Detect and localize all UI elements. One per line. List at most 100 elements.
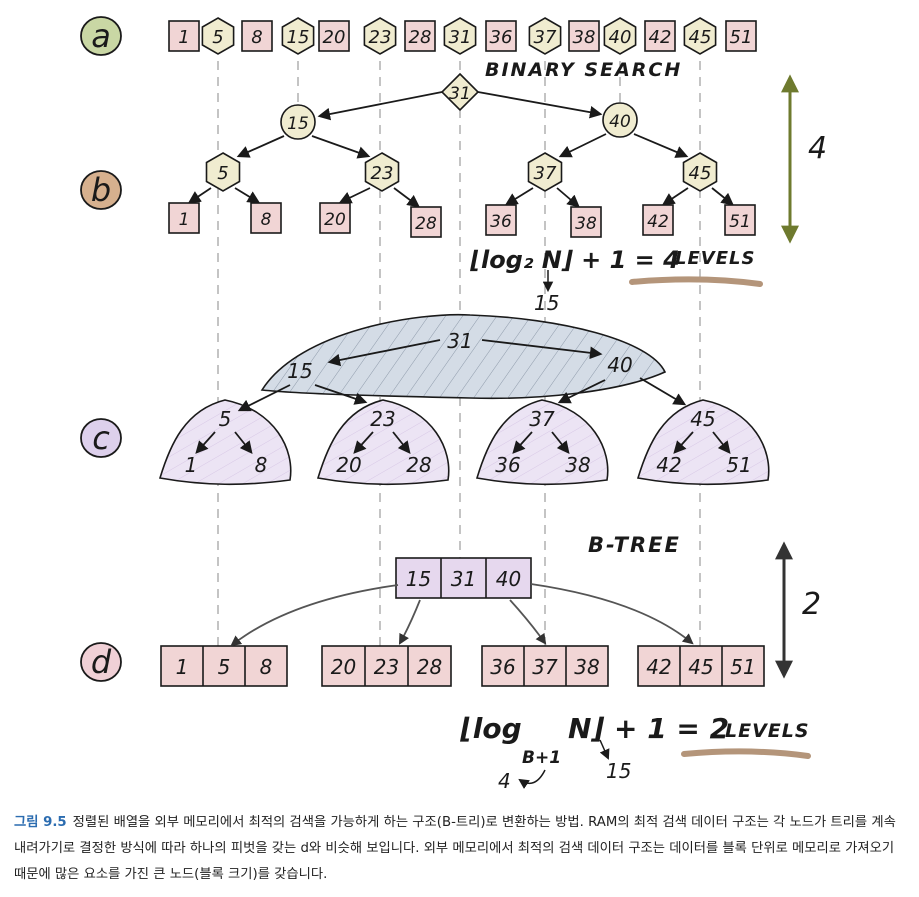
array-a-box-0 xyxy=(168,20,200,52)
bst-leaf-key: 8 xyxy=(261,210,272,230)
btree-leaf-key: 5 xyxy=(218,655,231,679)
bst-leaf-key: 51 xyxy=(729,212,751,232)
hybrid-subtree-right: 8 xyxy=(255,453,268,477)
bst-level2-key: 45 xyxy=(689,163,712,184)
array-a-hex-11 xyxy=(603,17,637,55)
hybrid-subtree-left: 20 xyxy=(336,453,361,477)
bst-root-key: 31 xyxy=(449,84,471,104)
formula-btree-base-value: 4 xyxy=(498,769,511,793)
btree-leaf-key: 51 xyxy=(730,655,755,679)
bst-level1-key: 40 xyxy=(609,112,631,132)
array-a-cell-9: 37 xyxy=(534,27,557,48)
array-a-cell-10: 38 xyxy=(573,27,596,48)
btree-leaf-node xyxy=(637,645,765,687)
hybrid-inner-edge xyxy=(512,431,533,454)
btree-leaf-node xyxy=(481,645,609,687)
btree-leaf-key: 36 xyxy=(490,655,515,679)
array-a-cell-1: 5 xyxy=(212,27,223,48)
hybrid-inner-edge xyxy=(673,431,694,454)
hybrid-edge xyxy=(557,379,606,404)
array-a-box-6 xyxy=(404,20,436,52)
bst-leaf-key: 28 xyxy=(415,214,437,234)
hybrid-subtree-block xyxy=(158,399,292,486)
array-a-box-4 xyxy=(318,20,350,52)
hybrid-inner-edge xyxy=(551,431,570,454)
row-label-c: c xyxy=(92,419,110,457)
btree-edge xyxy=(230,584,399,647)
formula-btree-result: 2 xyxy=(710,712,729,745)
btree-leaf-node xyxy=(160,645,288,687)
bst-level2-key: 5 xyxy=(217,163,228,184)
array-a-box-10 xyxy=(568,20,600,52)
array-a-box-2 xyxy=(241,20,273,52)
array-a-cell-12: 42 xyxy=(649,27,672,48)
array-a-cell-0: 1 xyxy=(178,27,189,48)
hybrid-inner-edge xyxy=(712,431,731,454)
hybrid-root-key: 15 xyxy=(287,359,312,383)
array-a-box-8 xyxy=(485,20,517,52)
array-a-cell-11: 40 xyxy=(609,27,632,48)
bst-level1-node xyxy=(602,102,638,138)
svg-text:N⌋ + 1 = 2: N⌋ + 1 = 2 xyxy=(568,712,729,745)
btree-title: B-TREE xyxy=(588,533,681,557)
btree-root-key: 31 xyxy=(451,567,476,591)
hybrid-subtree-right: 51 xyxy=(726,453,751,477)
bst-level2-node xyxy=(527,152,563,192)
hybrid-root-key: 40 xyxy=(607,353,632,377)
hybrid-subtree-block xyxy=(316,399,450,486)
btree-leaf-key: 8 xyxy=(260,655,273,679)
hybrid-subtree-right: 38 xyxy=(565,453,590,477)
bst-leaf-node xyxy=(570,206,602,238)
bst-level2-key: 23 xyxy=(371,163,394,184)
formula-btree: ⌊log B+1 N⌋ + 1 = 2 LEVELS 4 15 xyxy=(460,712,811,793)
btree-edge xyxy=(398,599,421,645)
array-a-box-14 xyxy=(725,20,757,52)
levels-arrow-4: 4 xyxy=(781,74,827,244)
hybrid-subtree-top: 37 xyxy=(529,407,555,431)
hybrid-inner-edge xyxy=(353,431,374,454)
edge-31-40 xyxy=(477,91,603,119)
btree-leaf-key: 1 xyxy=(176,655,189,679)
hybrid-subtree-left: 1 xyxy=(185,453,198,477)
formula-binary-n-value: 15 xyxy=(534,291,559,315)
bst-leaf-node xyxy=(724,204,756,236)
root-block xyxy=(260,313,667,400)
row-label-b: b xyxy=(91,171,111,209)
edge-l2-leaf xyxy=(504,187,534,206)
edge-l1-l2 xyxy=(236,135,285,158)
bst-leaf-key: 20 xyxy=(324,210,346,230)
edge-l2-leaf xyxy=(338,187,371,204)
array-a-cell-7: 31 xyxy=(449,27,472,48)
hybrid-subtree-block xyxy=(475,399,609,486)
row-label-c-circle xyxy=(80,418,122,458)
hybrid-subtree-top: 5 xyxy=(219,407,232,431)
btree-leaf-key: 42 xyxy=(646,655,671,679)
array-a-hex-7 xyxy=(443,17,477,55)
array-a-cell-3: 15 xyxy=(287,27,310,48)
edge-l2-leaf xyxy=(711,187,734,206)
btree-leaf-key: 28 xyxy=(417,655,442,679)
row-label-d-circle xyxy=(80,642,122,682)
hybrid-edge xyxy=(314,384,368,405)
btree-root-key: 40 xyxy=(496,567,521,591)
btree-leaf-key: 38 xyxy=(574,655,599,679)
levels-arrow-2: 2 xyxy=(775,541,821,679)
edge-l2-leaf xyxy=(393,187,421,208)
formula-btree-levels-word: LEVELS xyxy=(725,720,810,742)
formula-btree-n-value: 15 xyxy=(606,759,631,783)
edge-l1-l2 xyxy=(633,133,689,158)
array-a-cell-2: 8 xyxy=(251,27,262,48)
array-a-hex-5 xyxy=(363,17,397,55)
btree-leaf-key: 45 xyxy=(688,655,713,679)
edge-31-15 xyxy=(317,91,443,121)
bst-leaf-key: 42 xyxy=(647,212,669,232)
hybrid-subtree-left: 42 xyxy=(656,453,681,477)
row-label-a: a xyxy=(91,17,111,55)
hybrid-edge xyxy=(327,339,441,367)
edge-l2-leaf xyxy=(556,187,580,208)
figure-caption-label: 그림 9.5 xyxy=(14,815,67,830)
